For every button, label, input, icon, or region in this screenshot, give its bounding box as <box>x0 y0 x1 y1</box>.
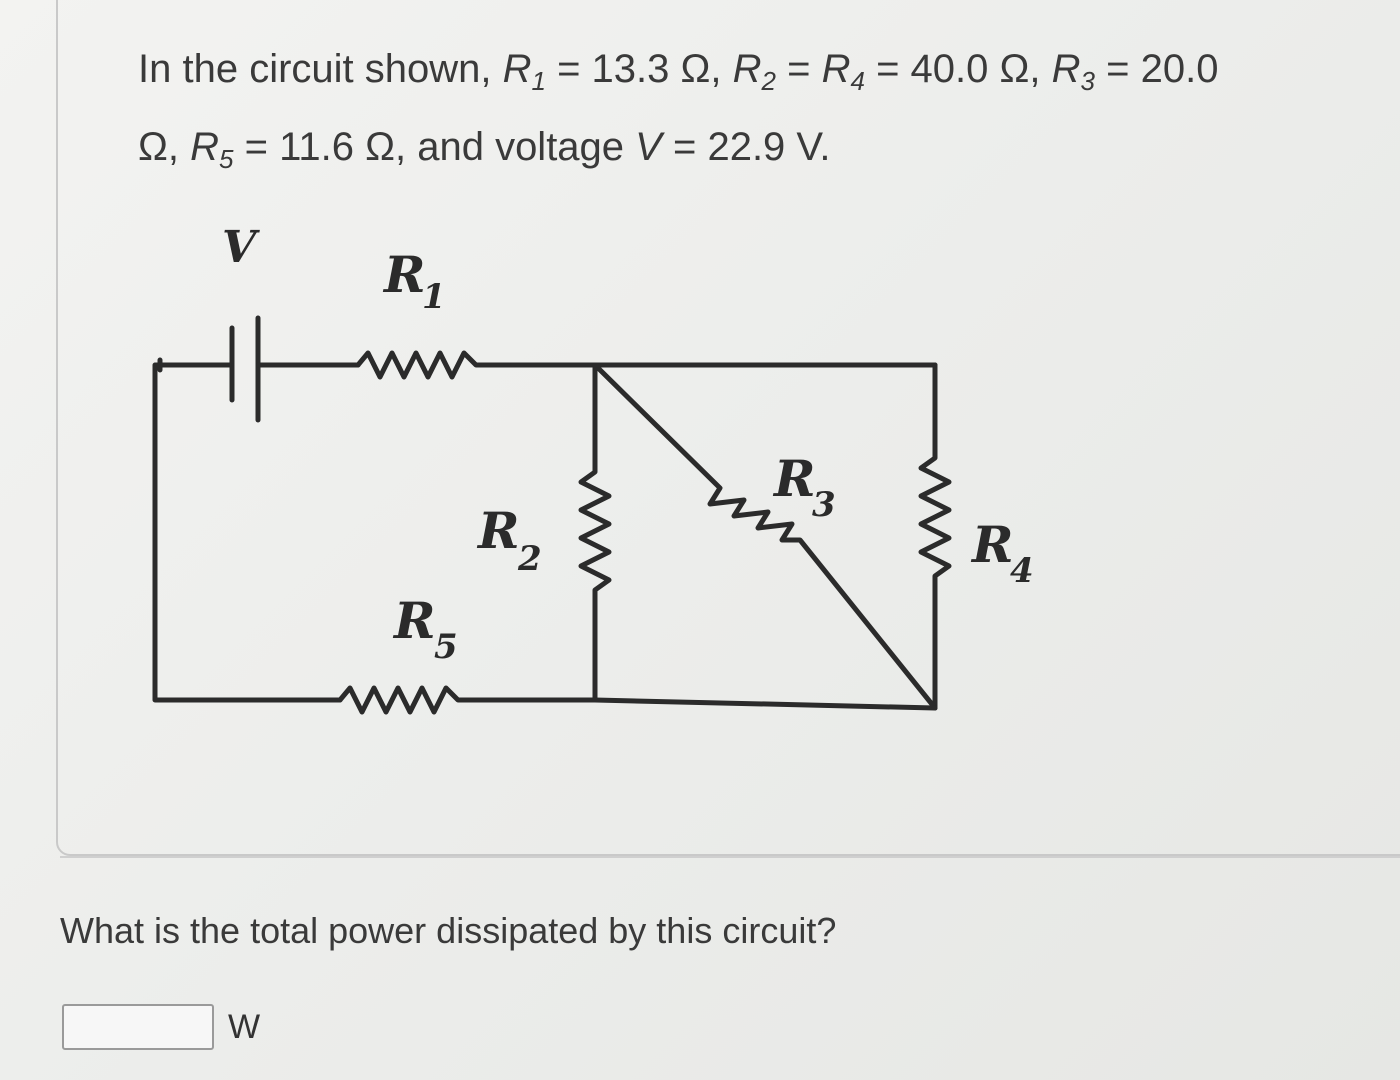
label-r2-sub: 2 <box>517 539 542 579</box>
r3-value: = 20.0 <box>1095 47 1219 91</box>
r5-value: = 11.6 Ω, and voltage <box>233 125 636 169</box>
answer-input[interactable] <box>62 1004 214 1050</box>
r4-value: = 40.0 Ω, <box>864 47 1052 91</box>
label-r1-sub: 1 <box>422 277 446 317</box>
v-symbol: V <box>635 125 662 169</box>
r1-subscript: 1 <box>531 66 546 96</box>
r5-subscript: 5 <box>219 144 234 174</box>
label-v: V <box>222 222 260 273</box>
unit-label: W <box>228 1007 261 1046</box>
r4-resistor <box>918 362 952 711</box>
r2-symbol: R <box>732 47 762 91</box>
r1-symbol: R <box>502 47 532 91</box>
line2-ohm: Ω, <box>138 125 191 169</box>
question-text: What is the total power dissipated by th… <box>60 910 837 951</box>
r3-resistor <box>592 362 938 711</box>
label-r2: R <box>476 501 520 560</box>
v-value: = 22.9 V. <box>661 125 831 169</box>
label-r5: R <box>392 591 436 650</box>
label-r4: R <box>970 515 1014 574</box>
r5-resistor <box>337 685 938 715</box>
label-r3-sub: 3 <box>812 485 836 525</box>
section-divider <box>60 856 1400 858</box>
r1-resistor <box>355 350 515 380</box>
problem-statement: In the circuit shown, R1 = 13.3 Ω, R2 = … <box>138 36 1338 192</box>
r3-symbol: R <box>1051 47 1081 91</box>
circuit-diagram: V R 1 R 2 R 3 R 4 R 5 <box>152 222 1034 715</box>
r4-symbol: R <box>821 47 851 91</box>
label-r5-sub: 5 <box>434 627 458 667</box>
question-card <box>56 0 1400 856</box>
label-r4-sub: 4 <box>1010 551 1034 591</box>
r2-subscript: 2 <box>761 66 777 96</box>
answer-row: W <box>62 1004 260 1050</box>
label-r1: R <box>382 245 426 304</box>
wire-left-loop <box>152 362 343 703</box>
r4-subscript: 4 <box>850 66 865 96</box>
label-r3: R <box>772 449 816 508</box>
r3-subscript: 3 <box>1080 66 1096 96</box>
problem-prefix: In the circuit shown, <box>138 47 503 91</box>
r2-resistor <box>578 362 612 703</box>
r2-equals: = <box>776 47 822 91</box>
r1-value: = 13.3 Ω, <box>545 47 733 91</box>
r5-symbol: R <box>190 125 220 169</box>
